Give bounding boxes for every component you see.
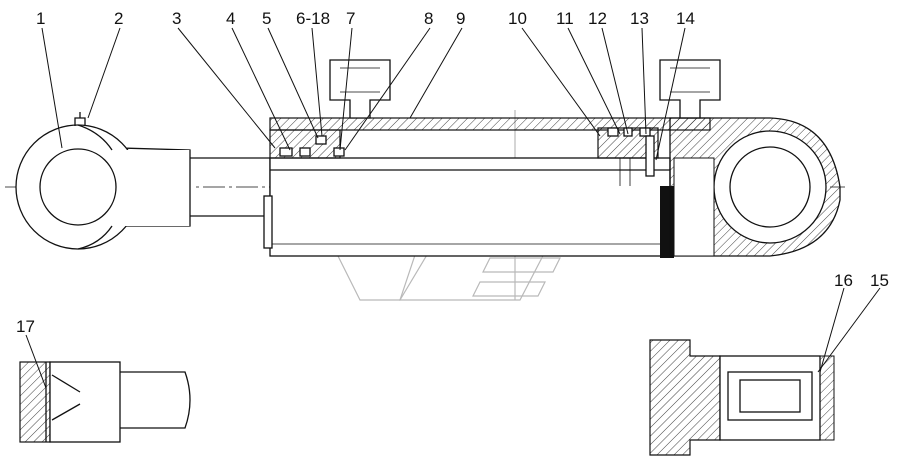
section-view bbox=[269, 117, 711, 186]
callout-5: 5 bbox=[262, 9, 271, 28]
callout-15: 15 bbox=[870, 271, 889, 290]
rod-eye bbox=[15, 112, 192, 250]
callout-14: 14 bbox=[676, 9, 695, 28]
leader-lines bbox=[25, 27, 881, 389]
callout-12: 12 bbox=[588, 9, 607, 28]
detail-view-17 bbox=[19, 361, 191, 443]
callout-4: 4 bbox=[226, 9, 235, 28]
callout-9: 9 bbox=[456, 9, 465, 28]
callout-2: 2 bbox=[114, 9, 123, 28]
ports bbox=[329, 59, 721, 119]
cap-end-eye bbox=[669, 117, 841, 257]
callout-6-18: 6-18 bbox=[296, 9, 330, 28]
callout-3: 3 bbox=[172, 9, 181, 28]
callout-16: 16 bbox=[834, 271, 853, 290]
detail-view-15-16 bbox=[649, 339, 835, 456]
callout-10: 10 bbox=[508, 9, 527, 28]
callout-7: 7 bbox=[346, 9, 355, 28]
callout-8: 8 bbox=[424, 9, 433, 28]
callout-13: 13 bbox=[630, 9, 649, 28]
cylinder-tube bbox=[263, 157, 674, 258]
callout-11: 11 bbox=[556, 9, 574, 28]
callout-1: 1 bbox=[36, 9, 45, 28]
callout-17: 17 bbox=[16, 317, 35, 336]
